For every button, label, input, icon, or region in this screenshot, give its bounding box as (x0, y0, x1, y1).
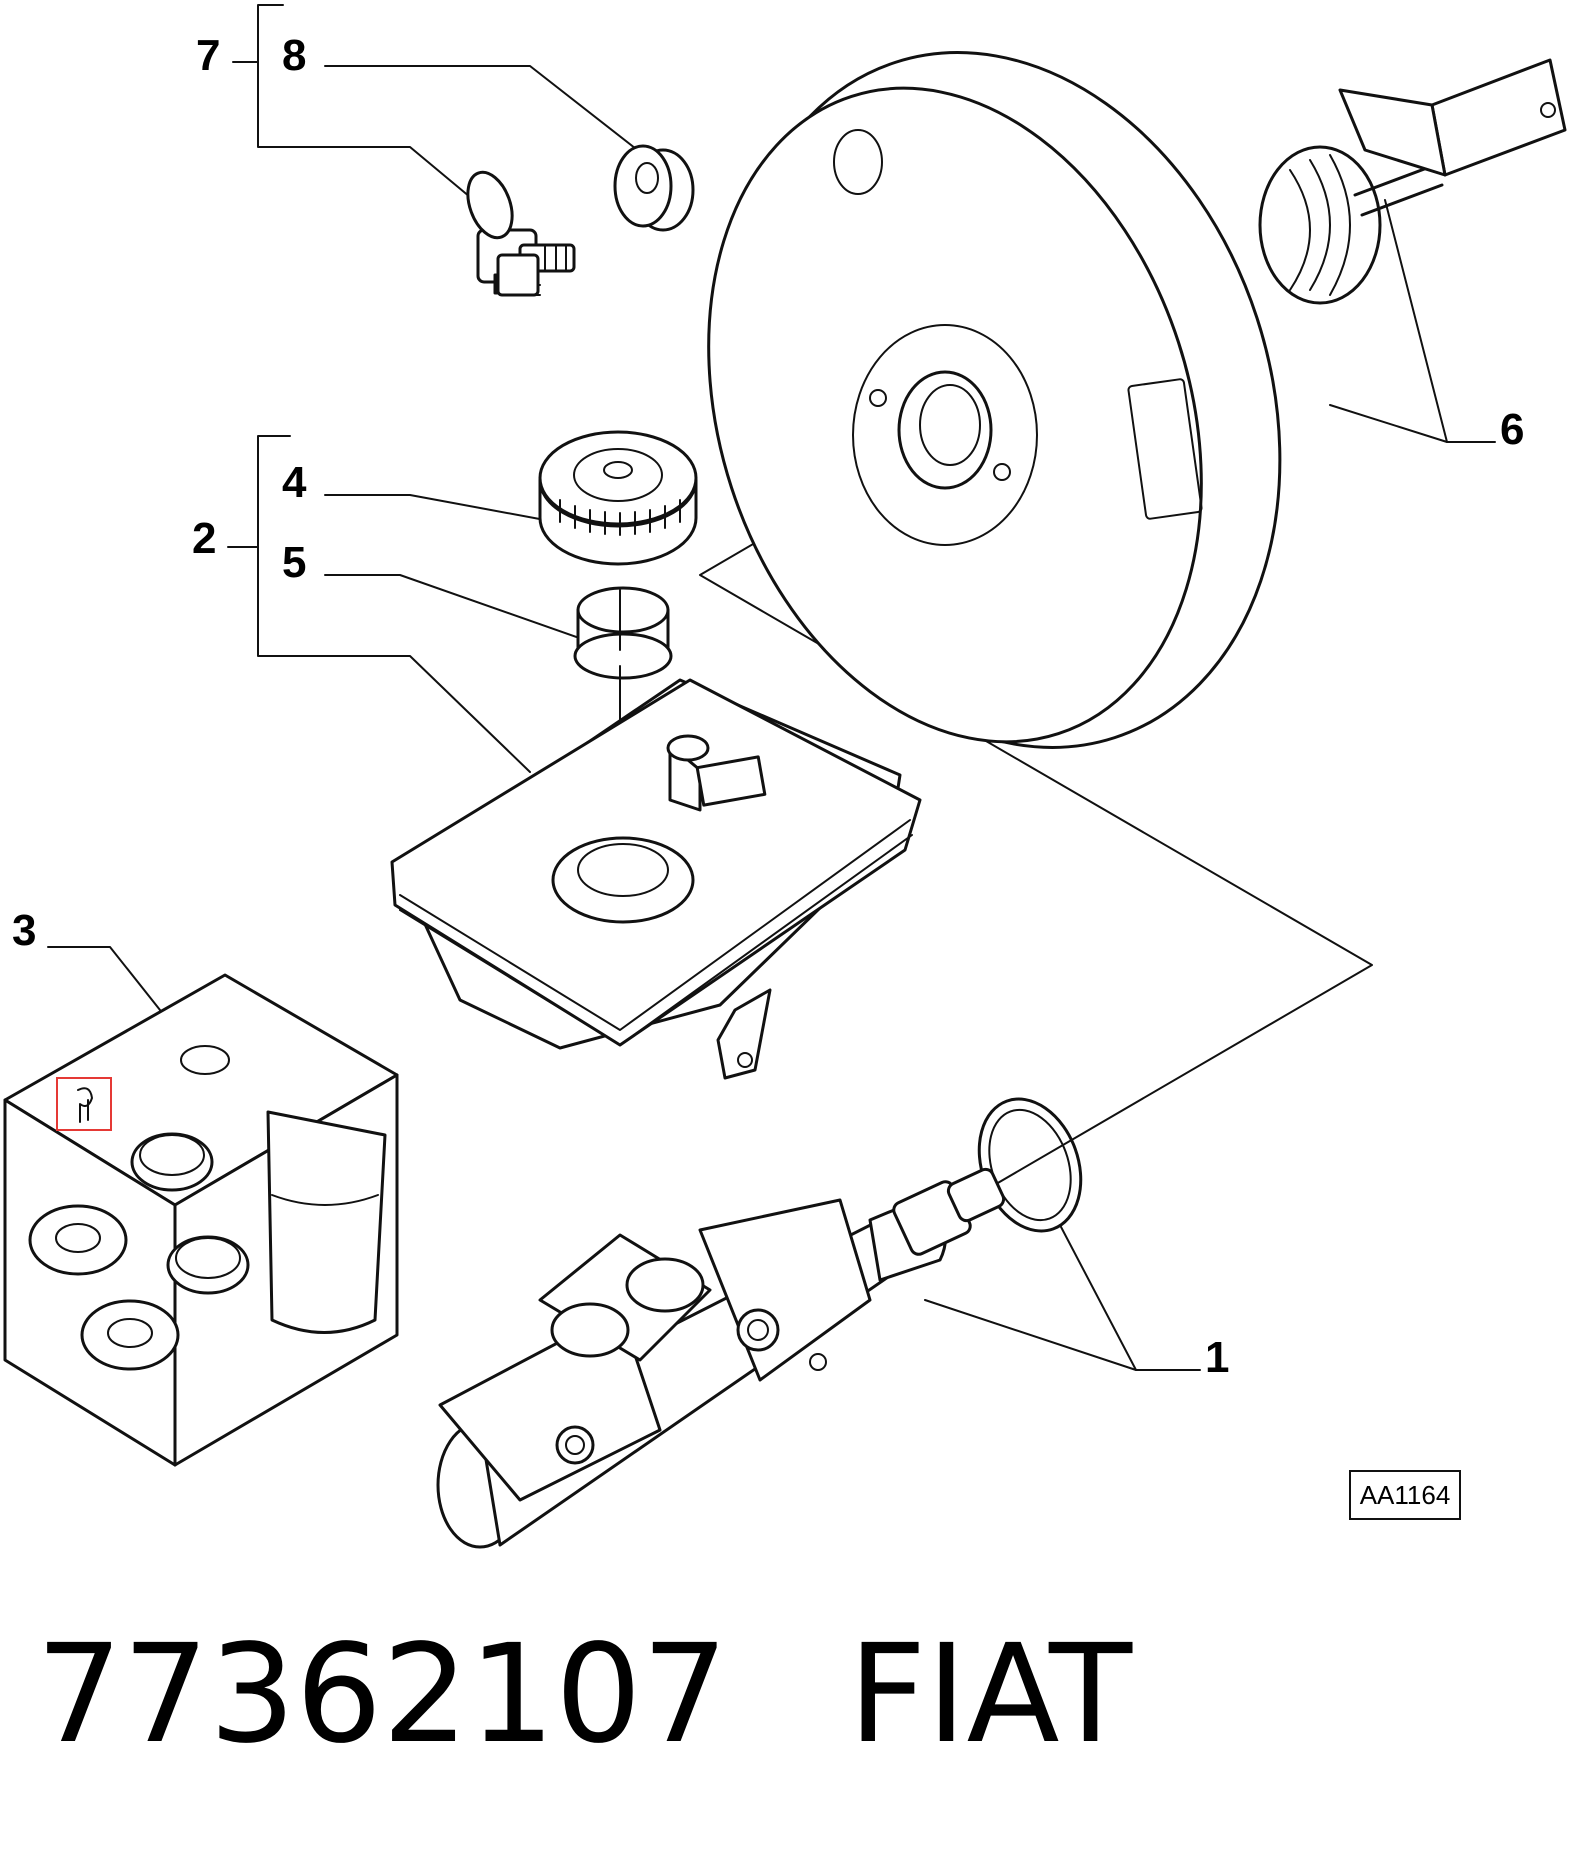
callout-7: 7 (196, 31, 220, 80)
callout-8: 8 (282, 31, 306, 80)
grommet (613, 144, 695, 232)
callout-6: 6 (1500, 405, 1524, 454)
callout-5: 5 (282, 538, 306, 587)
part-caption: 77362107 FIAT (36, 1615, 1132, 1775)
master-cylinder (436, 1167, 1006, 1549)
reference-code-box: AA1164 (1349, 1470, 1461, 1520)
callout-4: 4 (282, 458, 307, 507)
reference-code: AA1164 (1360, 1480, 1451, 1510)
callout-1: 1 (1205, 1333, 1229, 1382)
callout-3: 3 (12, 906, 36, 955)
reservoir-filter (573, 586, 673, 877)
banjo-fitting (466, 170, 576, 297)
brake-booster (707, 51, 1567, 749)
part-number: 77362107 (36, 1616, 729, 1774)
fluid-reservoir (390, 678, 922, 1080)
callout-2: 2 (192, 514, 216, 563)
brand-name: FIAT (848, 1616, 1133, 1774)
highlight-marker (56, 1077, 112, 1131)
seal-kit-box (3, 973, 399, 1467)
reservoir-cap (538, 430, 698, 566)
